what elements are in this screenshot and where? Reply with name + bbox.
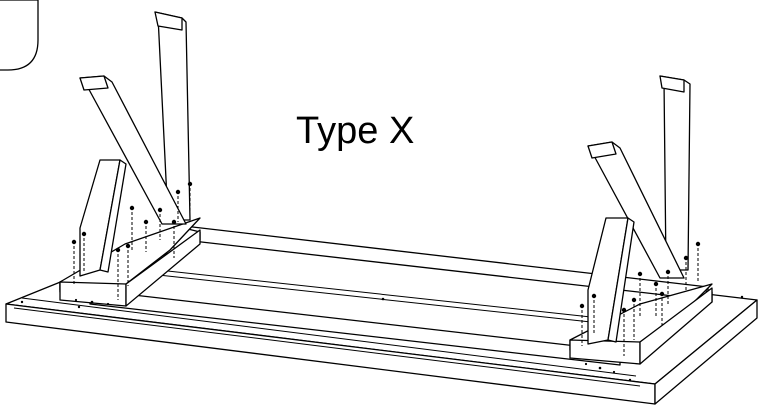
screw xyxy=(683,255,689,292)
screw xyxy=(665,269,671,304)
screw xyxy=(579,303,585,346)
screw xyxy=(637,271,643,316)
screw xyxy=(695,241,701,282)
screw xyxy=(659,291,665,326)
right-screws xyxy=(579,241,701,356)
screw xyxy=(157,207,163,240)
screw xyxy=(81,231,87,272)
screw xyxy=(115,247,121,300)
type-label: Type X xyxy=(296,110,415,152)
right-x-leg xyxy=(587,75,691,345)
left-x-leg xyxy=(79,11,191,277)
left-mount-plate xyxy=(59,217,201,307)
screw xyxy=(175,189,181,222)
screw xyxy=(71,239,77,284)
screw xyxy=(631,297,637,340)
callout-bubble xyxy=(0,0,39,71)
screw xyxy=(143,219,149,252)
screw xyxy=(125,243,131,286)
screw xyxy=(621,307,627,356)
edge-dots xyxy=(20,295,744,382)
screw xyxy=(187,181,193,214)
screw xyxy=(171,219,177,258)
screw xyxy=(591,293,597,334)
screw xyxy=(129,205,135,250)
screw xyxy=(653,281,659,318)
left-screws xyxy=(71,181,193,300)
